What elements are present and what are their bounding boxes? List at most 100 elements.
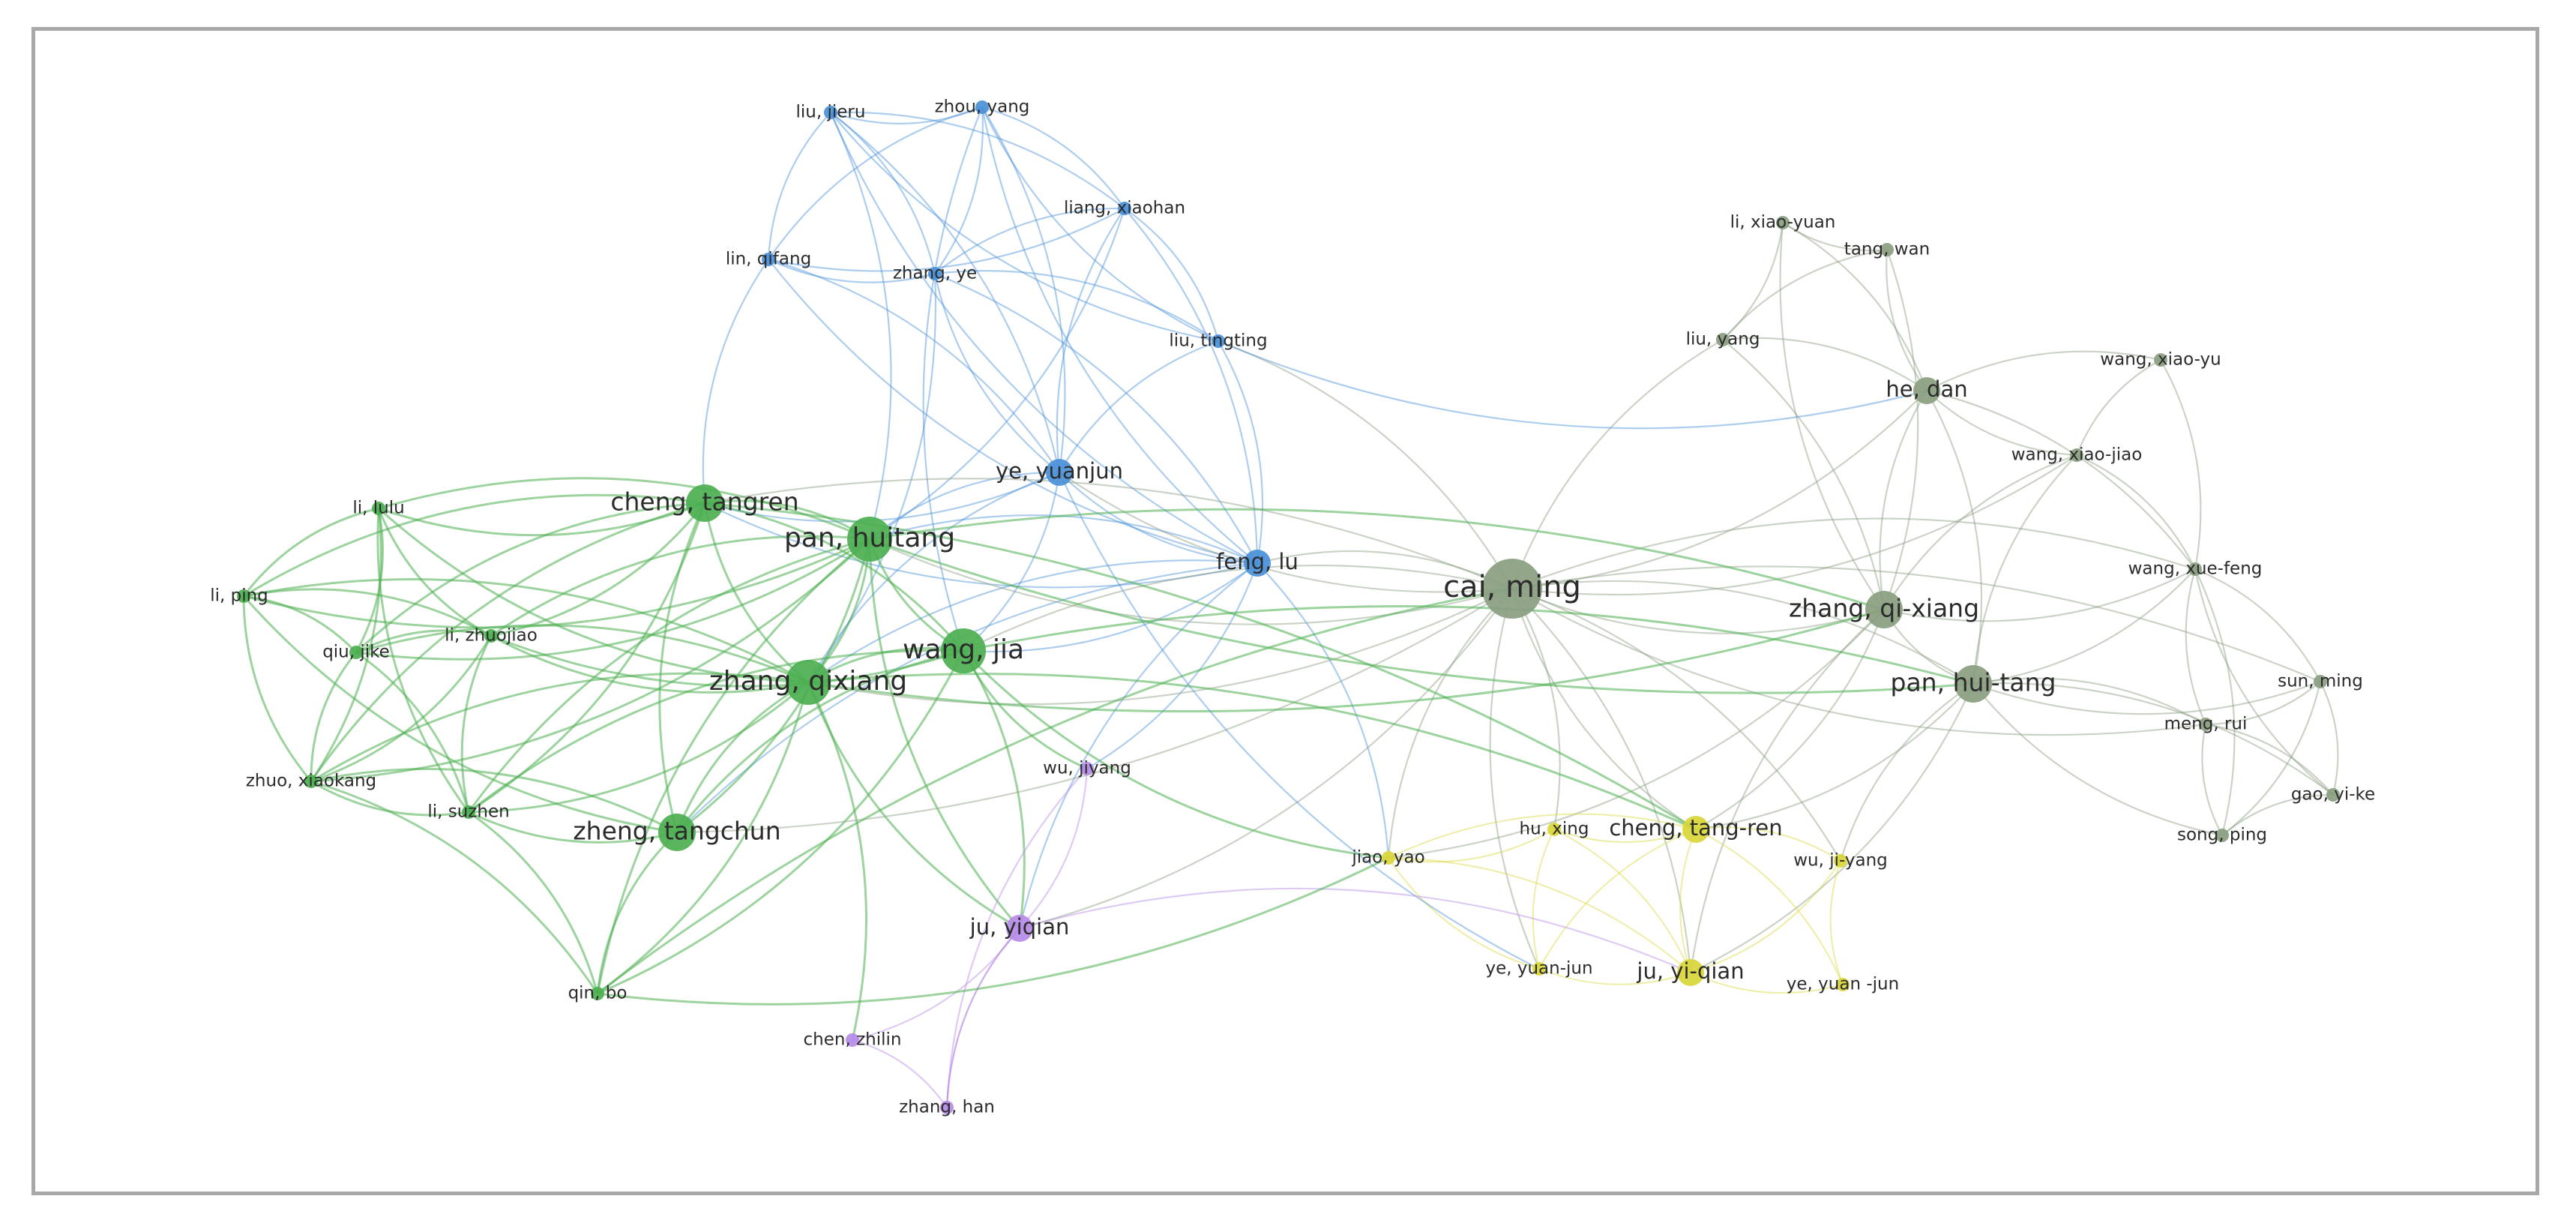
- edge-jiao-yao--ye-yuan-jun: [1388, 857, 1540, 970]
- node-label-ju-yi-qian[interactable]: ju, yi-qian: [1636, 958, 1744, 984]
- node-label-li-suzhen[interactable]: li, suzhen: [427, 802, 509, 822]
- edge-tang-wan--liu-yang: [1722, 248, 1888, 340]
- node-cheng-tangren[interactable]: [686, 484, 723, 522]
- node-zhang-qi-xiang[interactable]: [1865, 591, 1903, 628]
- node-label-wang-xue-feng[interactable]: wang, xue-feng: [2128, 559, 2263, 579]
- node-label-hu-xing[interactable]: hu, xing: [1520, 820, 1589, 839]
- node-label-qiu-jike[interactable]: qiu, jike: [322, 643, 390, 662]
- node-wu-ji-yang[interactable]: [1834, 854, 1847, 868]
- node-label-li-zhuojiao[interactable]: li, zhuojiao: [445, 626, 538, 646]
- node-li-zhuojiao[interactable]: [484, 629, 498, 643]
- node-label-liu-jieru[interactable]: liu, jieru: [796, 103, 866, 122]
- node-label-qin-bo[interactable]: qin, bo: [568, 984, 628, 1003]
- node-li-xiao-yuan[interactable]: [1776, 216, 1790, 229]
- node-feng-lu[interactable]: [1244, 550, 1271, 577]
- node-label-zhuo-xiaokang[interactable]: zhuo, xiaokang: [246, 772, 376, 791]
- node-zhuo-xiaokang[interactable]: [304, 775, 318, 788]
- node-meng-rui[interactable]: [2199, 718, 2212, 731]
- node-zheng-tangchun[interactable]: [658, 814, 696, 851]
- node-label-feng-lu[interactable]: feng, lu: [1216, 549, 1298, 574]
- node-zhang-han[interactable]: [940, 1101, 954, 1114]
- node-label-song-ping[interactable]: song, ping: [2177, 826, 2267, 845]
- node-label-wu-jiyang[interactable]: wu, jiyang: [1043, 759, 1131, 778]
- node-label-li-ping[interactable]: li, ping: [210, 586, 268, 606]
- node-label-wang-xiao-yu[interactable]: wang, xiao-yu: [2100, 350, 2221, 370]
- node-label-zhang-ye[interactable]: zhang, ye: [893, 264, 977, 283]
- node-pan-huitang[interactable]: [847, 517, 892, 562]
- node-ju-yi-qian[interactable]: [1677, 959, 1704, 986]
- node-label-ye-yuan--jun[interactable]: ye, yuan -jun: [1787, 975, 1899, 994]
- node-wang-xiao-yu[interactable]: [2154, 353, 2167, 367]
- node-jiao-yao[interactable]: [1382, 851, 1395, 865]
- node-label-wu-ji-yang[interactable]: wu, ji-yang: [1793, 851, 1888, 871]
- node-ye-yuan-jun[interactable]: [1532, 962, 1546, 976]
- node-label-li-lulu[interactable]: li, lulu: [352, 499, 404, 518]
- node-hu-xing[interactable]: [1547, 823, 1561, 836]
- node-label-ye-yuanjun[interactable]: ye, yuanjun: [996, 458, 1123, 484]
- node-label-lin-qifang[interactable]: lin, qifang: [726, 250, 811, 269]
- node-label-meng-rui[interactable]: meng, rui: [2164, 715, 2248, 734]
- node-liu-tingting[interactable]: [1212, 334, 1225, 348]
- node-label-tang-wan[interactable]: tang, wan: [1844, 240, 1930, 259]
- node-label-zheng-tangchun[interactable]: zheng, tangchun: [573, 817, 780, 846]
- edge-zhang-qi-xiang--tang-wan: [1883, 249, 1919, 610]
- node-zhang-ye[interactable]: [928, 267, 942, 280]
- node-qiu-jike[interactable]: [349, 646, 363, 659]
- edge-he-dan--wang-xiao-jiao: [1926, 390, 2077, 457]
- node-label-zhang-qi-xiang[interactable]: zhang, qi-xiang: [1789, 594, 1979, 623]
- node-ye-yuanjun[interactable]: [1046, 459, 1073, 486]
- node-zhang-qixiang[interactable]: [786, 660, 831, 705]
- node-label-zhang-han[interactable]: zhang, han: [899, 1098, 995, 1117]
- node-wu-jiyang[interactable]: [1080, 762, 1094, 775]
- node-label-liu-yang[interactable]: liu, yang: [1686, 330, 1760, 349]
- edge-zhou-yang--ye-yuanjun: [981, 106, 1066, 473]
- node-gao-yi-ke[interactable]: [2326, 788, 2340, 802]
- node-li-suzhen[interactable]: [462, 805, 475, 819]
- node-wang-xiao-jiao[interactable]: [2070, 448, 2083, 462]
- node-label-cheng-tangren[interactable]: cheng, tangren: [610, 487, 798, 517]
- node-cai-ming[interactable]: [1482, 559, 1542, 619]
- node-label-liang-xiaohan[interactable]: liang, xiaohan: [1064, 199, 1185, 218]
- node-ju-yiqian[interactable]: [1006, 915, 1033, 942]
- node-wang-jia[interactable]: [941, 628, 986, 673]
- node-he-dan[interactable]: [1913, 377, 1940, 404]
- node-label-liu-tingting[interactable]: liu, tingting: [1169, 331, 1267, 351]
- node-qin-bo[interactable]: [591, 987, 604, 1000]
- node-label-wang-jia[interactable]: wang, jia: [903, 634, 1024, 665]
- edge-zhang-ye--zhang-qixiang: [807, 273, 937, 683]
- node-label-li-xiao-yuan[interactable]: li, xiao-yuan: [1730, 213, 1836, 232]
- node-label-pan-huitang[interactable]: pan, huitang: [784, 523, 955, 553]
- node-label-sun-ming[interactable]: sun, ming: [2278, 672, 2363, 691]
- node-label-zhou-yang[interactable]: zhou, yang: [935, 97, 1030, 117]
- node-label-ju-yiqian[interactable]: ju, yiqian: [969, 914, 1070, 940]
- node-label-zhang-qixiang[interactable]: zhang, qixiang: [709, 666, 907, 697]
- node-label-ye-yuan-jun[interactable]: ye, yuan-jun: [1485, 959, 1592, 979]
- node-label-cai-ming[interactable]: cai, ming: [1443, 570, 1581, 604]
- node-chen-zhilin[interactable]: [846, 1033, 859, 1047]
- node-liu-yang[interactable]: [1716, 333, 1730, 346]
- node-liang-xiaohan[interactable]: [1118, 202, 1131, 215]
- node-wang-xue-feng[interactable]: [2188, 562, 2202, 576]
- node-label-he-dan[interactable]: he, dan: [1886, 376, 1967, 402]
- node-label-gao-yi-ke[interactable]: gao, yi-ke: [2291, 785, 2375, 805]
- node-liu-jieru[interactable]: [824, 106, 837, 119]
- node-tang-wan[interactable]: [1880, 243, 1894, 256]
- node-label-pan-hui-tang[interactable]: pan, hui-tang: [1891, 668, 2056, 697]
- node-zhou-yang[interactable]: [975, 100, 989, 114]
- edge-li-ping--li-zhuojiao: [243, 588, 492, 637]
- node-sun-ming[interactable]: [2314, 675, 2327, 688]
- node-song-ping[interactable]: [2215, 829, 2229, 842]
- node-lin-qifang[interactable]: [762, 253, 775, 266]
- edge-pan-hui-tang--he-dan: [1926, 390, 1983, 685]
- node-label-chen-zhilin[interactable]: chen, zhilin: [804, 1030, 902, 1050]
- node-pan-hui-tang[interactable]: [1954, 665, 1992, 703]
- node-li-ping[interactable]: [237, 589, 250, 603]
- node-li-lulu[interactable]: [372, 502, 385, 515]
- node-label-wang-xiao-jiao[interactable]: wang, xiao-jiao: [2011, 445, 2143, 465]
- node-ye-yuan--jun[interactable]: [1836, 978, 1850, 991]
- node-label-jiao-yao[interactable]: jiao, yao: [1351, 848, 1424, 868]
- edge-cai-ming--he-dan: [1511, 390, 1928, 590]
- node-cheng-tang-ren[interactable]: [1682, 816, 1709, 843]
- node-label-cheng-tang-ren[interactable]: cheng, tang-ren: [1609, 815, 1782, 841]
